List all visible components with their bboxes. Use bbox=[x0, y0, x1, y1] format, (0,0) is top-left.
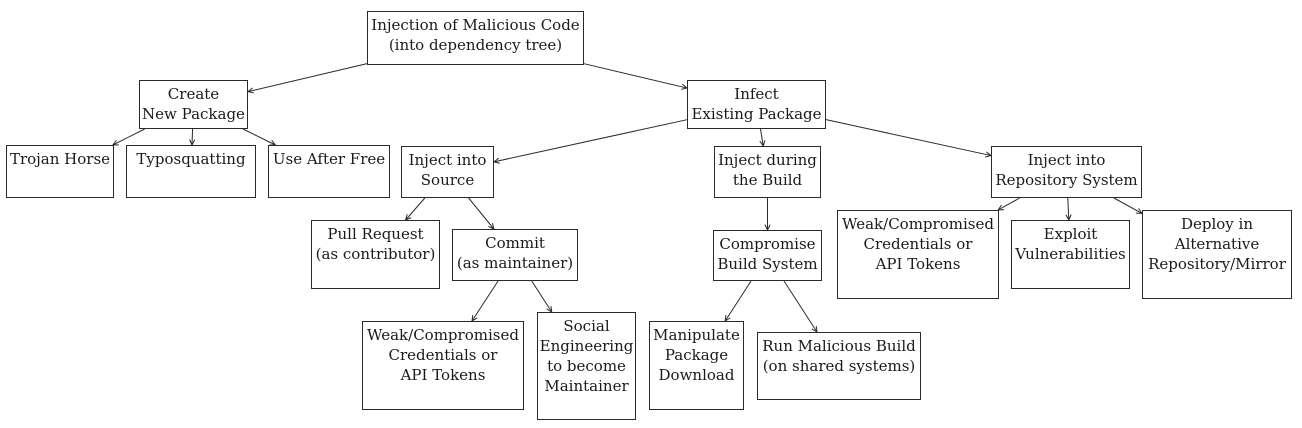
node-deploy-alternative-repository: Deploy in Alternative Repository/Mirror bbox=[1142, 210, 1292, 299]
node-label: Create New Package bbox=[142, 85, 245, 123]
arrowhead bbox=[189, 139, 193, 146]
edge-create_new_package-to-typosquatting bbox=[191, 128, 194, 146]
node-label: Social Engineering to become Maintainer bbox=[539, 317, 634, 395]
node-label: Deploy in Alternative Repository/Mirror bbox=[1148, 215, 1286, 273]
arrowhead bbox=[811, 328, 818, 333]
node-root: Injection of Malicious Code (into depend… bbox=[367, 11, 584, 65]
edge-compromise_build_system-to-run_malicious_build bbox=[783, 280, 818, 333]
arrowhead bbox=[1065, 214, 1070, 221]
arrowhead bbox=[405, 214, 408, 221]
arrowhead bbox=[247, 87, 253, 93]
node-typosquatting: Typosquatting bbox=[126, 145, 256, 198]
node-label: Weak/Compromised Credentials or API Toke… bbox=[842, 215, 994, 273]
edge-inject_into_repository-to-exploit_vulnerabilities bbox=[1067, 197, 1070, 221]
node-label: Use After Free bbox=[272, 150, 386, 168]
node-compromise-build-system: Compromise Build System bbox=[713, 230, 822, 281]
arrowhead bbox=[759, 140, 764, 147]
edge-create_new_package-to-use_after_free bbox=[242, 128, 276, 146]
node-label: Pull Request (as contributor) bbox=[315, 225, 436, 263]
node-label: Exploit Vulnerabilities bbox=[1015, 225, 1126, 263]
node-label: Infect Existing Package bbox=[691, 85, 822, 123]
arrowhead bbox=[762, 140, 766, 147]
arrowhead bbox=[247, 91, 254, 94]
arrowhead bbox=[682, 83, 688, 89]
node-label: Typosquatting bbox=[136, 150, 246, 168]
node-manipulate-package-download: Manipulate Package Download bbox=[649, 321, 744, 410]
arrowhead bbox=[488, 226, 495, 230]
arrowhead bbox=[493, 157, 500, 163]
arrowhead bbox=[985, 151, 992, 156]
node-social-engineering: Social Engineering to become Maintainer bbox=[537, 312, 636, 420]
node-commit-weak-credentials: Weak/Compromised Credentials or API Toke… bbox=[362, 321, 524, 410]
arrowhead bbox=[546, 308, 552, 313]
arrowhead bbox=[471, 314, 474, 322]
edge-commit-to-social_engineering bbox=[531, 280, 553, 313]
arrowhead bbox=[1068, 214, 1072, 221]
edge-inject_into_repository-to-repo_weak_credentials bbox=[997, 197, 1020, 211]
edge-inject_into_repository-to-deploy_alternative_repository bbox=[1113, 197, 1143, 214]
node-infect-existing-package: Infect Existing Package bbox=[687, 80, 826, 129]
arrowhead bbox=[491, 223, 495, 230]
node-inject-into-repository: Inject into Repository System bbox=[991, 146, 1142, 198]
node-inject-during-build: Inject during the Build bbox=[714, 146, 821, 198]
arrowhead bbox=[724, 317, 731, 322]
node-label: Commit (as maintainer) bbox=[456, 234, 574, 272]
arrowhead bbox=[815, 325, 818, 333]
node-exploit-vulnerabilities: Exploit Vulnerabilities bbox=[1011, 220, 1130, 289]
edge-root-to-infect_existing_package bbox=[583, 63, 688, 89]
arrowhead bbox=[550, 305, 553, 313]
node-run-malicious-build: Run Malicious Build (on shared systems) bbox=[757, 332, 921, 400]
node-create-new-package: Create New Package bbox=[139, 80, 248, 129]
edge-infect_existing_package-to-inject_into_repository bbox=[825, 119, 992, 157]
arrowhead bbox=[191, 139, 196, 146]
arrowhead bbox=[997, 204, 1002, 211]
arrowhead bbox=[985, 155, 992, 158]
node-label: Inject into Repository System bbox=[995, 151, 1138, 189]
arrowhead bbox=[112, 139, 117, 146]
node-label: Inject during the Build bbox=[718, 151, 817, 189]
edge-create_new_package-to-trojan_horse bbox=[112, 128, 145, 146]
edge-compromise_build_system-to-manipulate_package_download bbox=[724, 280, 752, 322]
node-label: Weak/Compromised Credentials or API Toke… bbox=[367, 326, 519, 384]
node-label: Manipulate Package Download bbox=[653, 326, 740, 384]
arrowhead bbox=[724, 314, 727, 322]
edge-infect_existing_package-to-inject_into_source bbox=[493, 119, 688, 163]
node-label: Compromise Build System bbox=[717, 235, 818, 273]
node-commit: Commit (as maintainer) bbox=[452, 229, 578, 281]
arrowhead bbox=[1138, 208, 1143, 214]
edge-commit-to-commit_weak_credentials bbox=[471, 280, 499, 322]
node-label: Inject into Source bbox=[408, 151, 487, 189]
node-inject-into-source: Inject into Source bbox=[401, 146, 494, 198]
edge-root-to-create_new_package bbox=[247, 63, 368, 93]
arrowhead bbox=[271, 139, 276, 146]
node-label: Injection of Malicious Code (into depend… bbox=[371, 16, 580, 54]
edge-infect_existing_package-to-inject_during_build bbox=[759, 128, 764, 147]
node-trojan-horse: Trojan Horse bbox=[6, 145, 114, 198]
node-use-after-free: Use After Free bbox=[268, 145, 390, 198]
node-label: Trojan Horse bbox=[9, 150, 111, 168]
arrowhead bbox=[493, 161, 500, 164]
arrowhead bbox=[681, 87, 688, 90]
arrowhead bbox=[471, 317, 478, 322]
arrowhead bbox=[405, 217, 412, 221]
arrowhead bbox=[764, 224, 768, 231]
arrowhead bbox=[767, 224, 771, 231]
edge-inject_into_source-to-commit bbox=[468, 197, 495, 230]
edge-inject_into_source-to-pull_request bbox=[405, 197, 426, 221]
node-pull-request: Pull Request (as contributor) bbox=[311, 220, 440, 289]
node-repo-weak-credentials: Weak/Compromised Credentials or API Toke… bbox=[837, 210, 999, 299]
node-label: Run Malicious Build (on shared systems) bbox=[762, 337, 916, 375]
